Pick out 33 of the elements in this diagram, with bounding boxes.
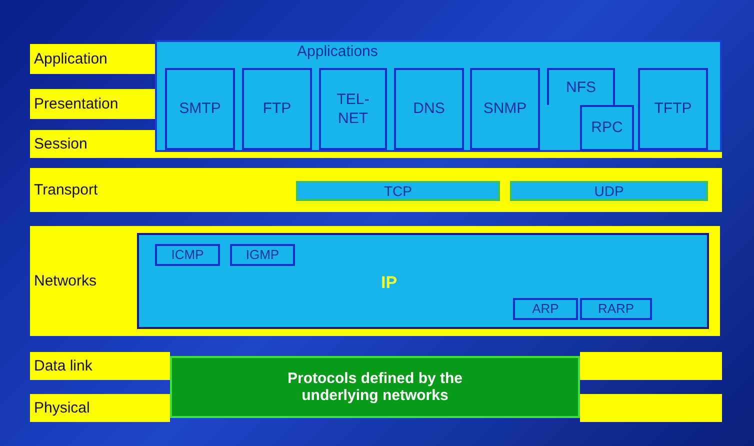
protocol-box: ARP [513, 298, 578, 320]
note-box: Protocols defined by the underlying networks [170, 356, 580, 418]
layer-band [30, 89, 155, 119]
layer-label: Networks [34, 272, 97, 290]
protocol-box: DNS [394, 68, 464, 150]
layer-label: Application [34, 50, 108, 68]
protocol-box: FTP [242, 68, 312, 150]
layer-band [30, 44, 155, 74]
layer-label: Physical [34, 400, 90, 416]
protocol-box: SNMP [470, 68, 540, 150]
protocol-box: RPC [580, 105, 634, 151]
protocol-box: IGMP [230, 244, 295, 266]
layer-band [30, 394, 170, 422]
layer-label: Data link [34, 358, 92, 374]
layer-label: Presentation [34, 96, 118, 112]
protocol-panel [137, 233, 709, 329]
protocol-box: ICMP [155, 244, 220, 266]
layer-label: Transport [34, 182, 98, 198]
protocol-label: IP [381, 273, 398, 293]
protocol-box: TEL- NET [319, 68, 387, 150]
protocol-box: RARP [580, 298, 652, 320]
layer-band [30, 226, 720, 336]
layer-label: Session [34, 136, 88, 152]
panel-title: Applications [297, 43, 378, 60]
protocol-box: SMTP [165, 68, 235, 150]
protocol-box: NFS [547, 68, 615, 105]
layer-band [30, 352, 170, 380]
layer-band [30, 130, 155, 158]
protocol-bar: TCP [296, 181, 500, 201]
layer-band [30, 168, 722, 212]
protocol-panel [155, 40, 722, 152]
protocol-bar: UDP [510, 181, 708, 201]
protocol-box: TFTP [638, 68, 708, 150]
